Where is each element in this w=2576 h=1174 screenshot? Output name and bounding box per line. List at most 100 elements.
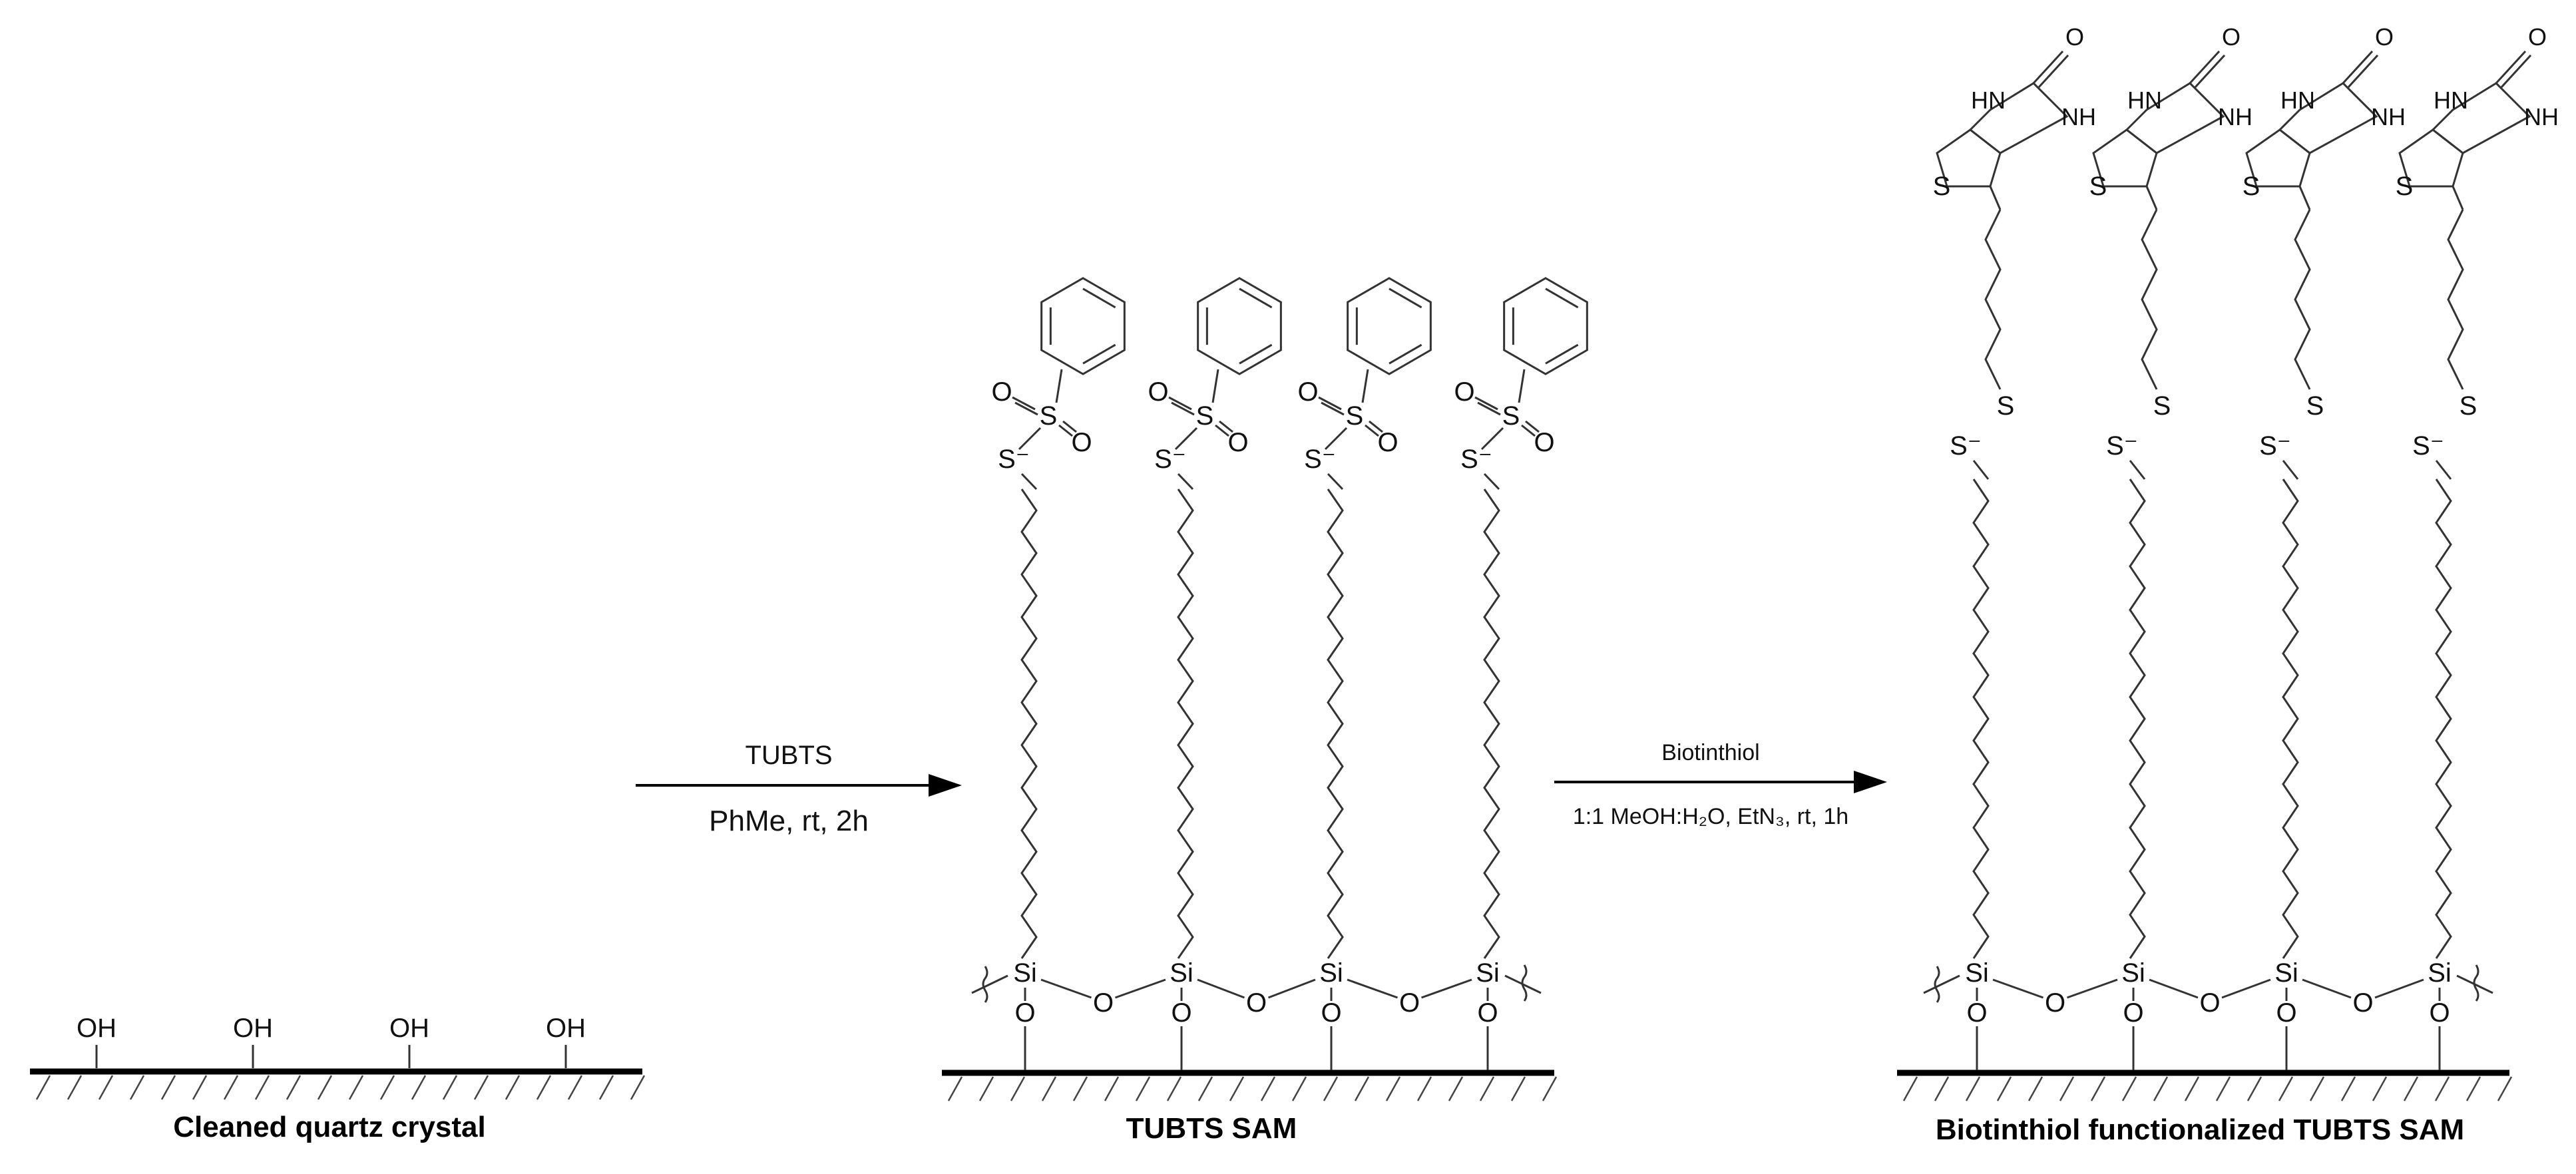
surface-hatch-middle (947, 1076, 1558, 1101)
sulfonyl-sulfur: S (1502, 401, 1520, 431)
silicon-atom: Si (2274, 958, 2298, 988)
thiolate-atom: S⁻ (1460, 445, 1492, 474)
si-o-bridge-bond (1197, 978, 1245, 999)
so-double-bond-a (1474, 396, 1498, 411)
oxygen-atom-bridge: O (2199, 988, 2220, 1018)
so-double-bond-c (1215, 424, 1229, 437)
thiolate-chain-bond (1972, 460, 1990, 480)
urea-ring (2431, 82, 2531, 154)
thiolate-chain-bond (1020, 473, 1038, 490)
thiolate-atom: S⁻ (2106, 431, 2138, 461)
carbonyl-bond-a (2189, 50, 2221, 85)
hatch-mark (1965, 1076, 1981, 1101)
urea-ring (2278, 82, 2378, 154)
aromatic-double-bond (1082, 343, 1116, 365)
arrow-head-2 (1854, 771, 1887, 793)
hatch-mark (1166, 1076, 1182, 1101)
so-double-bond-c (1521, 424, 1536, 437)
hatch-mark (2340, 1076, 2356, 1101)
amine-nh-right: NH (2524, 103, 2559, 130)
sulfonyl-oxygen-2: O (1227, 428, 1248, 457)
silicon-atom: Si (2428, 958, 2452, 988)
so-double-bond-d (1369, 420, 1383, 433)
hatch-mark (1229, 1076, 1245, 1101)
carbonyl-oxygen: O (2065, 23, 2084, 51)
thiolate-atom: S⁻ (1154, 445, 1186, 474)
thiolate-chain-bond (2435, 460, 2452, 480)
alkyl-chains-middle: S⁻S⁻S⁻S⁻ (998, 445, 1500, 959)
wavy-break-left (1934, 966, 1940, 1003)
carbonyl-oxygen: O (2222, 23, 2241, 51)
benzene-ring (1040, 277, 1126, 375)
valeryl-chain (2141, 209, 2158, 390)
silicon-atom: Si (2121, 958, 2145, 988)
carbonyl-bond-b (2347, 54, 2379, 89)
hatch-mark (2466, 1076, 2481, 1101)
hatch-mark (598, 1075, 614, 1100)
o-si-bridge-bond (2374, 978, 2424, 999)
sulfonyl-oxygen-1: O (991, 377, 1012, 407)
s-s-bond (1018, 427, 1042, 451)
chain-end-bond-left (971, 974, 1008, 994)
sulfonyl-oxygen-2: O (1534, 428, 1554, 457)
hatch-mark (1542, 1076, 1558, 1101)
ring-chain-bond (2298, 186, 2311, 210)
sulfonyl-oxygen-1: O (1297, 377, 1318, 407)
benzene-ring (1347, 277, 1432, 375)
so-double-bond-d (1219, 420, 1233, 433)
hatch-mark (1996, 1076, 2012, 1101)
oh-label-1: OH (77, 1014, 116, 1043)
hatch-mark (317, 1075, 333, 1100)
caption-tubts-sam: TUBTS SAM (1126, 1112, 1297, 1145)
hatch-mark (411, 1075, 427, 1100)
hatch-mark (2247, 1076, 2262, 1101)
so-double-bond-b (1321, 401, 1345, 416)
thiolate-atom: S⁻ (1304, 445, 1336, 474)
conditions-step-2: 1:1 MeOH:H₂O, EtN₃, rt, 1h (1573, 804, 1848, 829)
hatch-mark (2153, 1076, 2169, 1101)
caption-biotinthiol-sam: Biotinthiol functionalized TUBTS SAM (1936, 1113, 2464, 1146)
thiolate-atom: S⁻ (2259, 431, 2291, 461)
hatch-mark (1291, 1076, 1307, 1101)
so-double-bond-d (1525, 420, 1540, 433)
hatch-mark (536, 1075, 552, 1100)
hatch-mark (129, 1075, 145, 1100)
oxygen-atom-surface: O (1321, 998, 1341, 1028)
hatch-mark (1072, 1076, 1088, 1101)
o-si-bridge-bond (1267, 978, 1316, 999)
valeryl-chain (1984, 209, 2002, 390)
silicon-atom: Si (1476, 958, 1500, 988)
arrow-head-1 (929, 774, 962, 797)
hatch-mark (348, 1075, 364, 1100)
oh-label-2: OH (233, 1014, 273, 1043)
si-o-bridge-bond (1347, 978, 1398, 999)
silicon-atom: Si (1319, 958, 1343, 988)
thiolate-chain-bond (1327, 473, 1344, 490)
aromatic-double-bond (1239, 288, 1273, 309)
thiolate-chain-bond (2282, 460, 2299, 480)
thioether-sulfur: S (2460, 391, 2477, 421)
s-phenyl-bond (1518, 369, 1526, 403)
s-phenyl-bond (1361, 369, 1369, 403)
hatch-mark (630, 1075, 646, 1100)
sulfonyl-sulfur: S (1196, 401, 1214, 431)
undecyl-chain (2282, 479, 2299, 959)
hatch-mark (505, 1075, 521, 1100)
hatch-mark (35, 1075, 51, 1100)
hatch-mark (1323, 1076, 1339, 1101)
amine-nh-left: HN (1971, 87, 2006, 114)
hatch-mark (2215, 1076, 2231, 1101)
oh-label-4: OH (546, 1014, 586, 1043)
so-double-bond-a (1012, 396, 1036, 411)
aromatic-double-bond (1239, 343, 1273, 365)
oxygen-atom-surface: O (1014, 998, 1035, 1028)
oxygen-atom-surface: O (1966, 998, 1987, 1028)
sulfonyl-oxygen-1: O (1148, 377, 1168, 407)
surface-hatch-left (35, 1075, 646, 1100)
hatch-mark (2278, 1076, 2294, 1101)
